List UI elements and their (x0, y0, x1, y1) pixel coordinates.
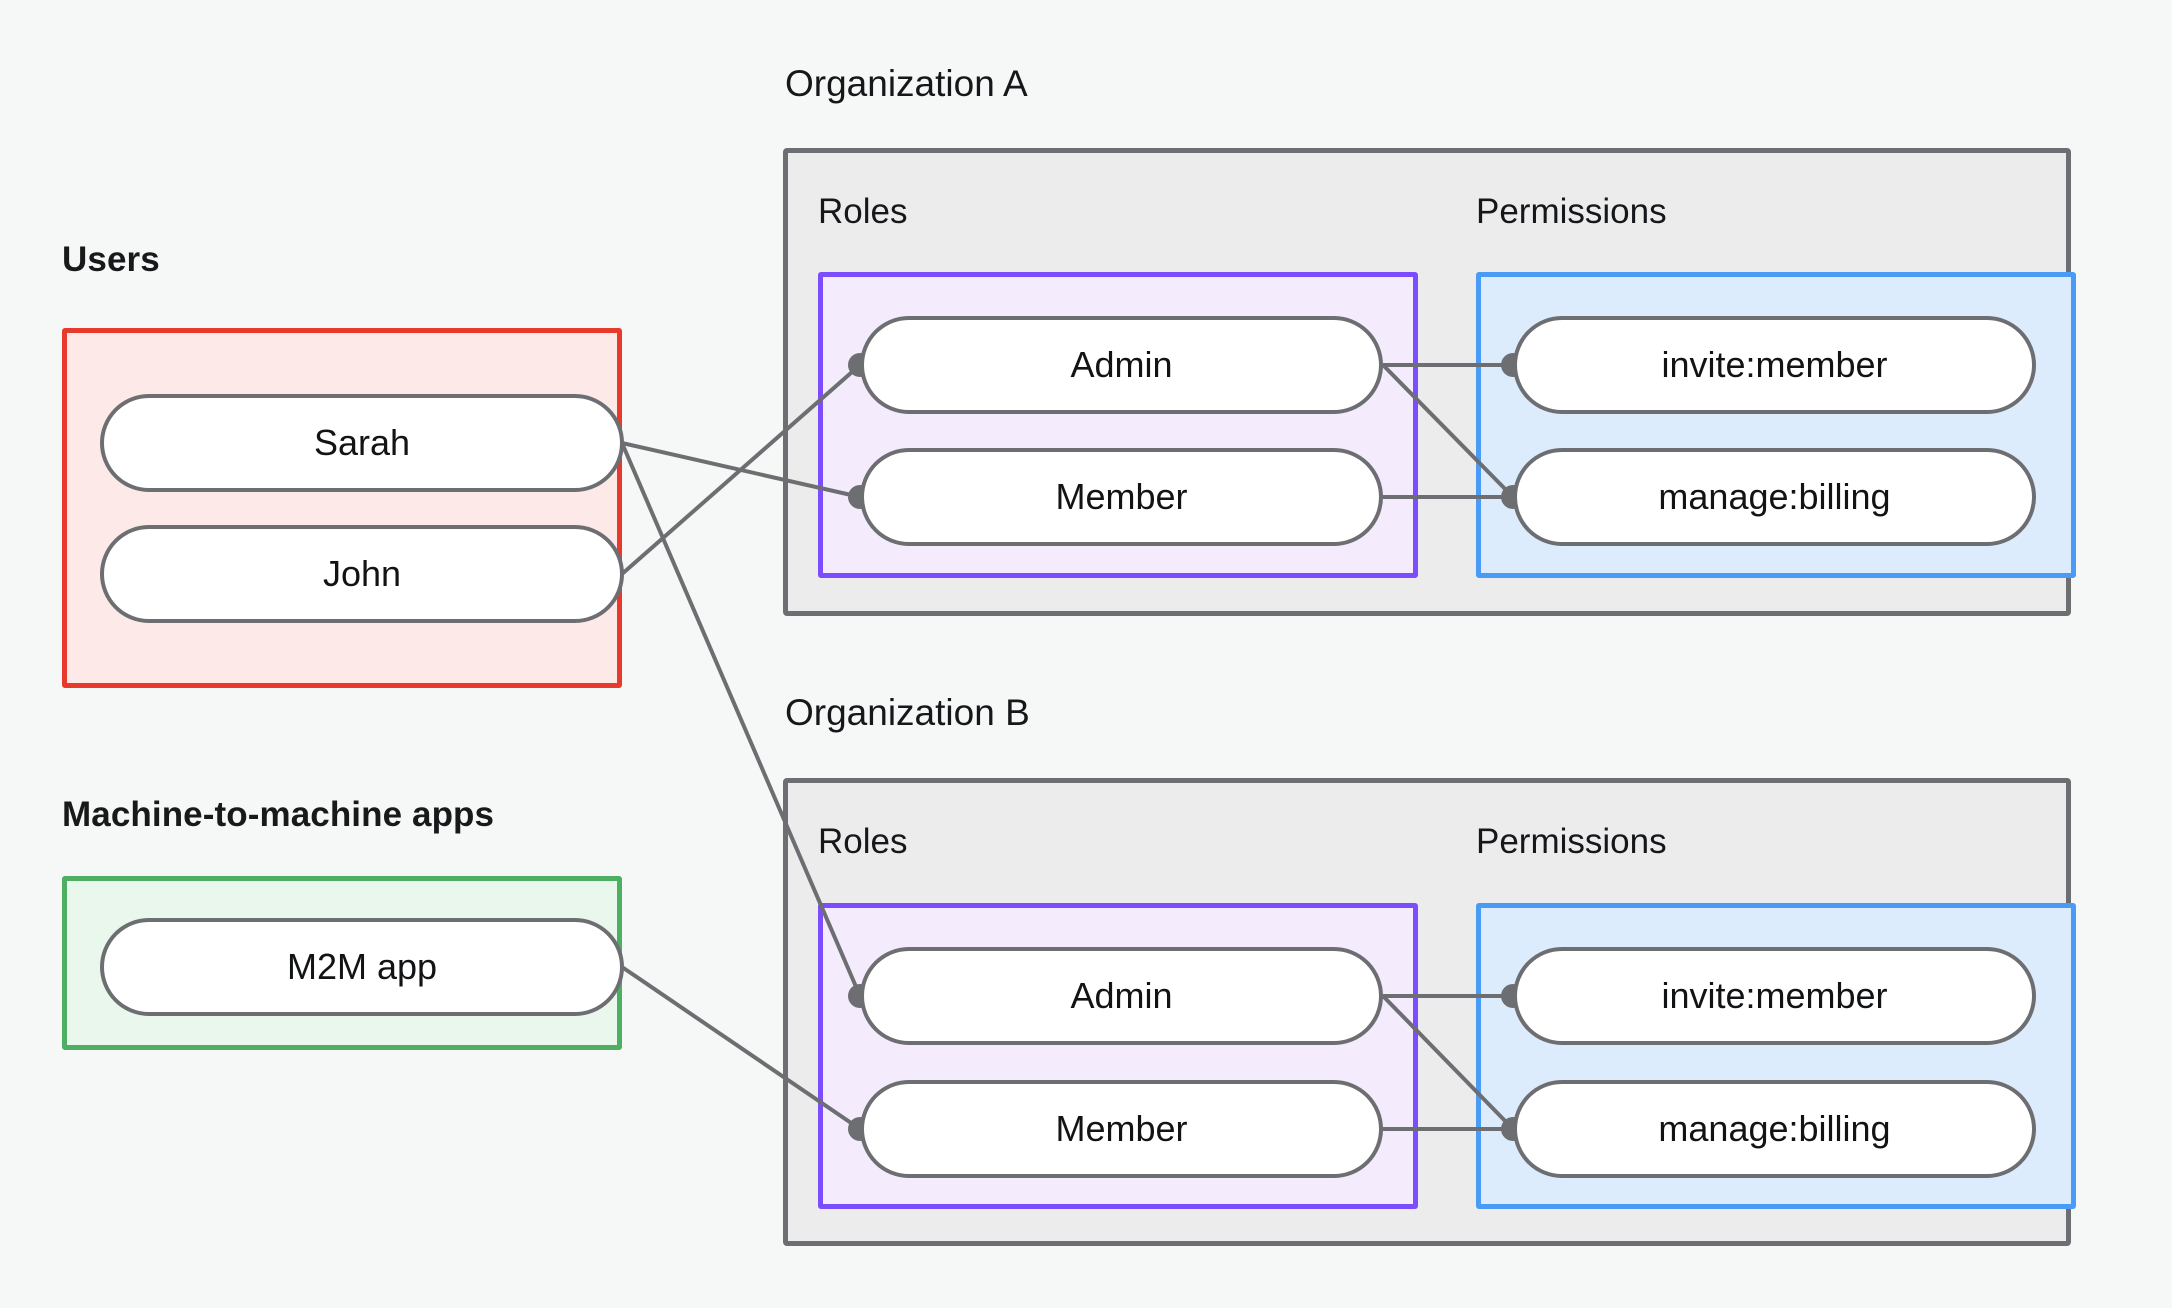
organization-a-caption: Organization A (785, 63, 1028, 104)
org-b-role-admin[interactable]: Admin (860, 947, 1383, 1045)
user-node-john[interactable]: John (100, 525, 624, 623)
m2m-node-app[interactable]: M2M app (100, 918, 624, 1016)
org-b-roles-heading: Roles (818, 822, 908, 861)
m2m-caption: Machine-to-machine apps (62, 795, 495, 834)
users-caption: Users (62, 240, 160, 279)
users-group-box (62, 328, 622, 688)
org-a-role-admin[interactable]: Admin (860, 316, 1383, 414)
org-b-role-member[interactable]: Member (860, 1080, 1383, 1178)
org-a-permission-manage-billing[interactable]: manage:billing (1513, 448, 2036, 546)
organization-b-caption: Organization B (785, 692, 1030, 733)
org-b-permission-invite-member[interactable]: invite:member (1513, 947, 2036, 1045)
user-node-sarah[interactable]: Sarah (100, 394, 624, 492)
org-b-permissions-heading: Permissions (1476, 822, 1667, 861)
org-a-roles-heading: Roles (818, 192, 908, 231)
org-a-role-member[interactable]: Member (860, 448, 1383, 546)
org-b-permission-manage-billing[interactable]: manage:billing (1513, 1080, 2036, 1178)
org-a-permission-invite-member[interactable]: invite:member (1513, 316, 2036, 414)
org-a-permissions-heading: Permissions (1476, 192, 1667, 231)
